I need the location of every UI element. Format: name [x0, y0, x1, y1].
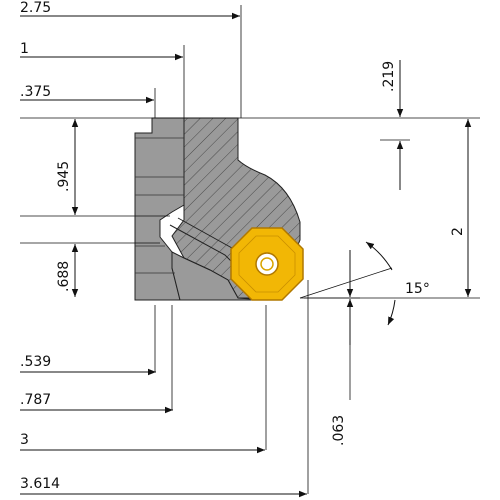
dim-2-75: 2.75	[20, 0, 51, 16]
dim-539: .539	[20, 354, 51, 370]
lower-body	[171, 251, 266, 301]
dim-688: .688	[56, 261, 72, 292]
dim-1: 1	[20, 41, 29, 57]
dim-787: .787	[20, 392, 51, 408]
dim-3: 3	[20, 432, 29, 448]
dim-945: .945	[56, 161, 72, 192]
dim-2: 2	[450, 227, 466, 236]
dimension-labels: 2.75 1 .375 .945 .688 .539 .787 3 3.614 …	[20, 0, 466, 492]
dim-3-614: 3.614	[20, 476, 60, 492]
dim-063: .063	[331, 415, 347, 446]
dim-angle-15: 15°	[405, 281, 430, 297]
screw-icon	[255, 252, 279, 276]
extension-lines	[20, 5, 480, 494]
dimension-lines	[20, 12, 472, 498]
dim-219: .219	[381, 61, 397, 92]
insert	[230, 227, 304, 301]
dim-375: .375	[20, 84, 51, 100]
